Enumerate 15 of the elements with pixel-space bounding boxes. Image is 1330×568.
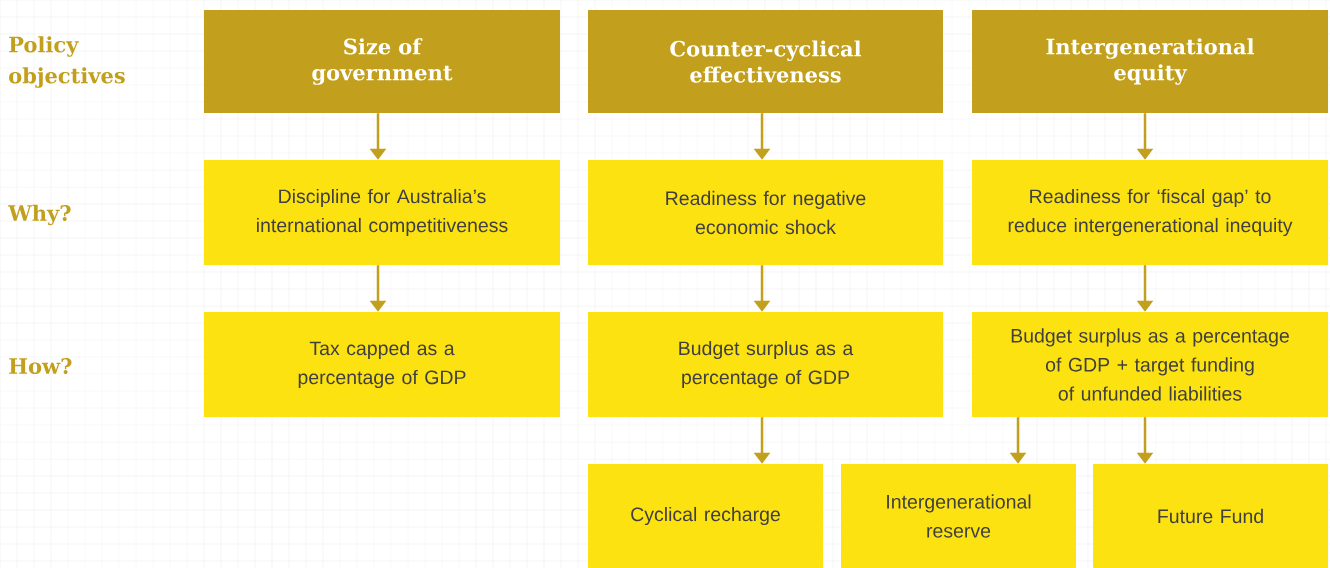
process-box: Cyclical recharge — [588, 464, 823, 568]
row-label: How? — [9, 358, 72, 374]
process-box: Intergenerational reserve — [841, 464, 1076, 568]
row-label: Policy objectives — [9, 36, 125, 88]
objective-box: Size of government — [204, 10, 560, 113]
process-box: Tax capped as a percentage of GDP — [204, 312, 560, 417]
row-label: Why? — [8, 204, 71, 226]
process-box: Budget surplus as a percentage of GDP + target funding of unfunded liabilities — [972, 312, 1328, 417]
objective-box: Intergenerational equity — [972, 10, 1328, 113]
process-box: Future Fund — [1093, 464, 1328, 568]
process-box: Readiness for negative economic shock — [588, 160, 943, 265]
process-box: Budget surplus as a percentage of GDP — [588, 312, 943, 417]
process-box: Readiness for ‘fiscal gap’ to reduce intergenerational inequity — [972, 160, 1328, 265]
process-box: Discipline for Australia’s international competitiveness — [204, 160, 560, 265]
objective-box: Counter-cyclical effectiveness — [588, 10, 943, 113]
